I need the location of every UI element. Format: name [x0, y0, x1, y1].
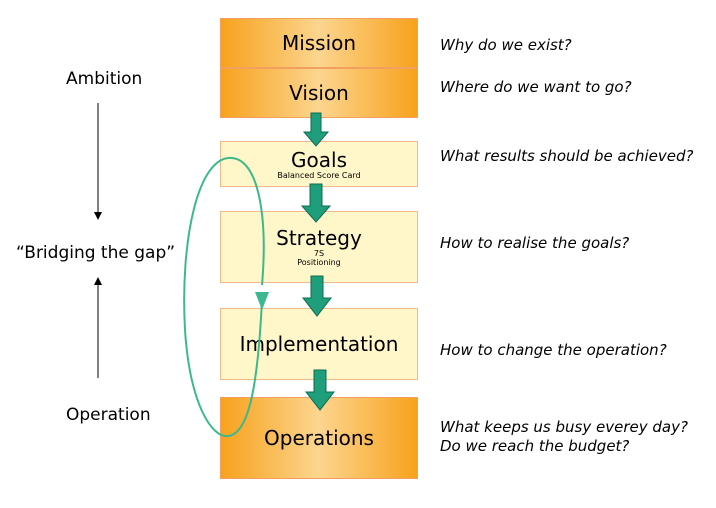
- strategy-subtitle-2: Positioning: [297, 258, 341, 267]
- mission-title: Mission: [281, 31, 357, 55]
- arrow-implementation-to-operations: [304, 369, 336, 411]
- implementation-title: Implementation: [239, 332, 399, 356]
- operations-box: Operations: [220, 397, 418, 479]
- goals-title: Goals: [291, 147, 347, 172]
- implementation-question: How to change the operation?: [440, 341, 667, 359]
- strategy-question: How to realise the goals?: [440, 234, 630, 252]
- strategy-title: Strategy: [276, 226, 362, 250]
- mission-box: Mission: [220, 18, 418, 68]
- vision-title: Vision: [289, 81, 349, 105]
- feedback-loop: [183, 156, 265, 438]
- loop-arrowhead: [255, 292, 269, 310]
- ambition-label: Ambition: [66, 69, 143, 89]
- operations-question-1: What keeps us busy everey day?: [440, 418, 688, 436]
- arrow-vision-to-goals: [302, 112, 330, 147]
- implementation-box: Implementation: [220, 308, 418, 380]
- strategy-box: Strategy 7S Positioning: [220, 211, 418, 283]
- goals-question: What results should be achieved?: [440, 147, 694, 165]
- arrow-strategy-to-implementation: [301, 275, 333, 317]
- operations-question-2: Do we reach the budget?: [440, 437, 630, 455]
- operations-title: Operations: [264, 426, 374, 450]
- goals-subtitle: Balanced Score Card: [277, 170, 361, 180]
- bridging-the-gap-label: “Bridging the gap”: [16, 243, 176, 263]
- vision-box: Vision: [220, 68, 418, 118]
- strategy-subtitle-1: 7S: [313, 249, 325, 258]
- arrow-goals-to-strategy: [300, 183, 332, 223]
- operation-label: Operation: [66, 405, 151, 425]
- vision-question: Where do we want to go?: [440, 78, 632, 96]
- mission-question: Why do we exist?: [440, 36, 572, 54]
